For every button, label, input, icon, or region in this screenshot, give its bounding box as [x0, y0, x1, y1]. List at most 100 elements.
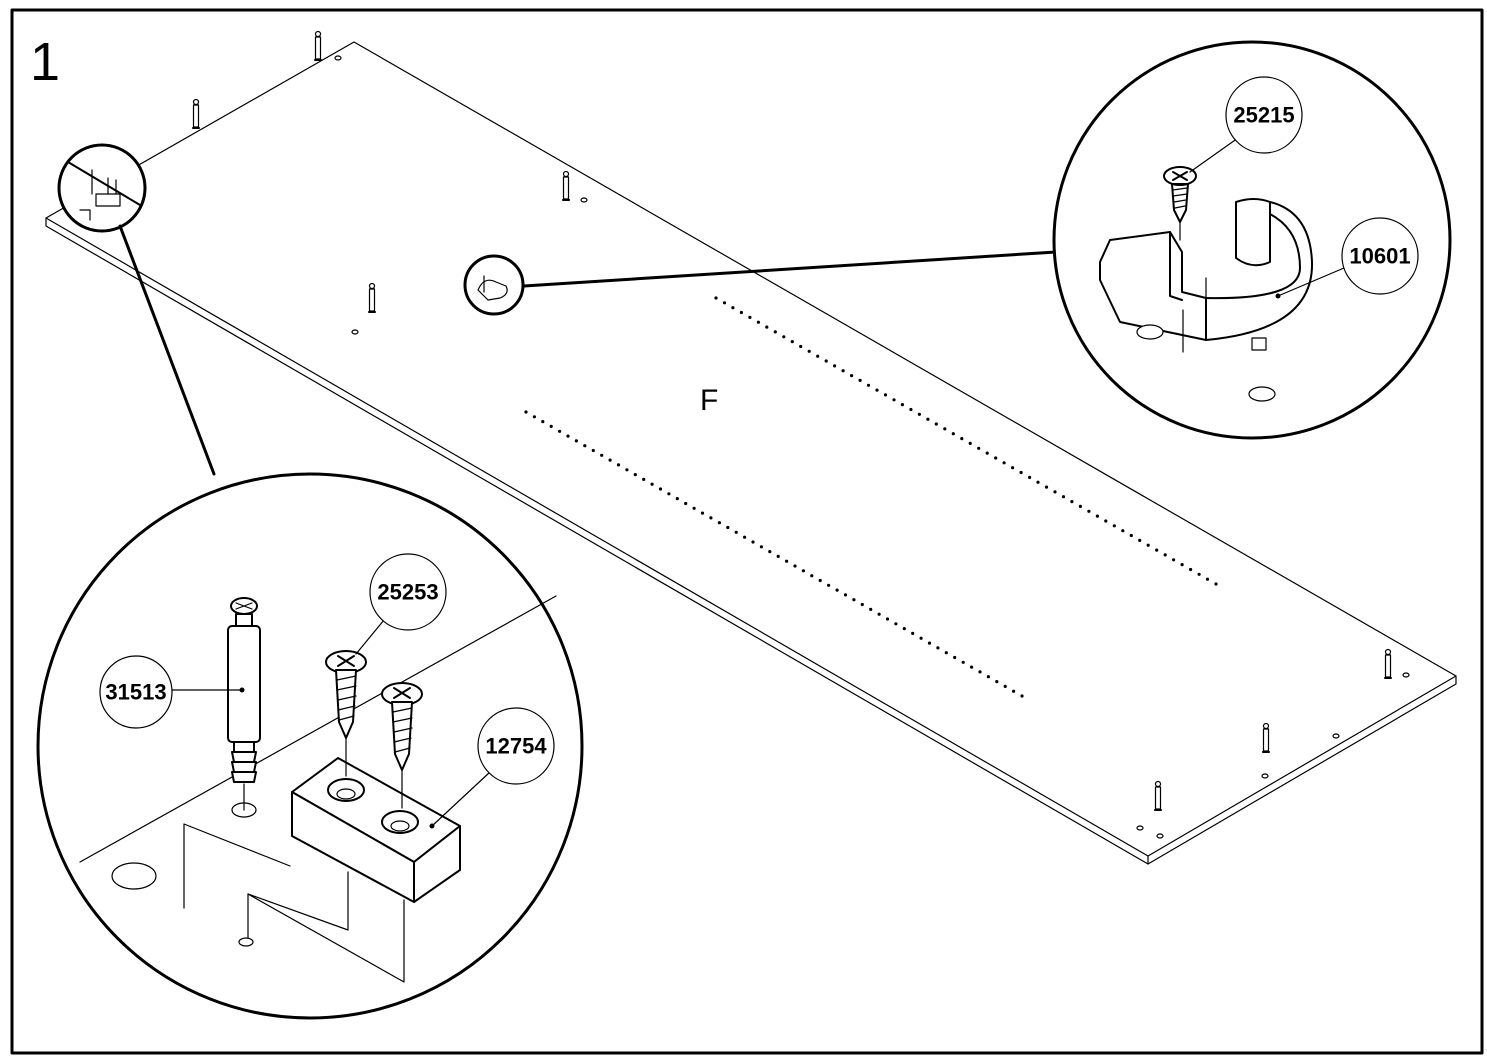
hole-dot — [675, 497, 679, 501]
hole-dot — [875, 388, 879, 392]
panel-board — [45, 41, 1457, 865]
hole-dot — [985, 451, 989, 455]
svg-text:25215: 25215 — [1233, 103, 1294, 128]
hole-dot — [1070, 500, 1074, 504]
hole-dot — [739, 310, 744, 315]
hole-dot — [549, 424, 553, 428]
hole-dot — [1028, 475, 1032, 479]
hole-dot — [917, 412, 922, 416]
hole-dot — [600, 453, 604, 457]
hole-dot — [782, 335, 786, 339]
hole-dot — [1129, 533, 1133, 538]
hole-dot — [633, 473, 637, 477]
hole-dot — [692, 506, 696, 510]
hole-dot — [824, 359, 828, 363]
hole-dot — [1003, 684, 1007, 689]
part-label-31513: 31513 — [99, 655, 245, 729]
hole-dot — [1095, 514, 1099, 518]
dowel-pin — [1154, 780, 1162, 811]
hole-row-upper — [714, 296, 1218, 586]
hole-dot — [900, 403, 905, 407]
hole-dot — [968, 441, 972, 445]
part-label-12754: 12754 — [429, 707, 555, 829]
hole-dot — [541, 420, 545, 424]
hole-dot — [731, 306, 735, 310]
hole-dot — [1061, 495, 1066, 499]
detail-callout-clip — [1052, 40, 1452, 440]
hole-dot — [756, 320, 761, 324]
hole-dot — [524, 410, 528, 414]
hole-dot — [700, 511, 705, 515]
hole-dot — [944, 651, 948, 655]
dowel-pin — [562, 170, 570, 201]
hole-dot — [799, 344, 803, 349]
hole-dot — [936, 646, 940, 650]
hole-dot — [759, 545, 764, 549]
dowel-pin — [314, 30, 322, 61]
hole-dot — [841, 369, 845, 373]
hole-dot — [994, 456, 998, 460]
hole-dot — [785, 559, 789, 563]
hole-dot — [616, 463, 621, 467]
hole-dot — [583, 444, 587, 448]
svg-text:12754: 12754 — [485, 734, 547, 759]
hole-dot — [1112, 524, 1116, 528]
callout-connector-right — [522, 250, 1058, 288]
hole-dot — [970, 665, 974, 669]
hole-dot — [1138, 538, 1142, 543]
hole-dot — [768, 550, 772, 554]
detail-callout-connectors — [36, 472, 584, 1020]
dowel-pin — [1384, 648, 1392, 679]
hole-dot — [850, 374, 854, 378]
hole-dot — [1197, 572, 1201, 576]
hole-dot — [743, 535, 747, 539]
hole-dot — [726, 525, 730, 530]
hole-dot — [748, 315, 752, 319]
panel-label: F — [700, 384, 718, 417]
hole-dot — [1172, 558, 1176, 562]
hole-dot — [843, 593, 848, 597]
hole-dot — [995, 680, 999, 684]
frame-border — [10, 8, 1484, 1055]
middle-callout-small — [463, 254, 525, 316]
hole-dot — [709, 516, 713, 520]
hole-dot — [961, 660, 965, 664]
hole-dot — [667, 492, 671, 496]
hole-dot — [1002, 461, 1006, 465]
hole-dot — [566, 434, 570, 438]
hole-dot — [877, 612, 881, 616]
hole-dot — [1012, 689, 1016, 693]
screw-25253-right — [381, 682, 423, 809]
hole-dot — [558, 429, 562, 433]
cam-dowel-pins — [192, 30, 1392, 811]
hole-dot — [1036, 480, 1040, 484]
hole-dot — [1189, 567, 1193, 572]
hole-dot — [1087, 509, 1091, 513]
hole-dot — [919, 636, 923, 640]
hole-dot — [816, 354, 820, 358]
hole-dot — [658, 487, 663, 491]
hole-dot — [1078, 504, 1082, 508]
hole-dot — [1155, 548, 1159, 552]
hole-dot — [827, 583, 831, 587]
part-label-25253: 25253 — [355, 553, 447, 655]
hole-dot — [574, 439, 579, 443]
hole-dot — [978, 670, 982, 674]
dowel-pin — [192, 98, 200, 129]
hole-dot — [642, 477, 646, 481]
hole-dot — [894, 622, 898, 626]
hole-dot — [790, 340, 794, 344]
svg-text:25253: 25253 — [377, 580, 438, 605]
hole-dot — [734, 530, 738, 534]
hole-dot — [807, 349, 811, 353]
hole-dot — [977, 446, 981, 450]
svg-text:31513: 31513 — [105, 680, 166, 705]
hole-dot — [818, 578, 822, 583]
hole-dot — [892, 398, 896, 402]
part-label-10601: 10601 — [1275, 217, 1419, 299]
hole-dot — [866, 383, 871, 387]
hole-dot — [773, 330, 777, 334]
hole-dot — [532, 415, 537, 419]
hole-dot — [883, 393, 888, 397]
